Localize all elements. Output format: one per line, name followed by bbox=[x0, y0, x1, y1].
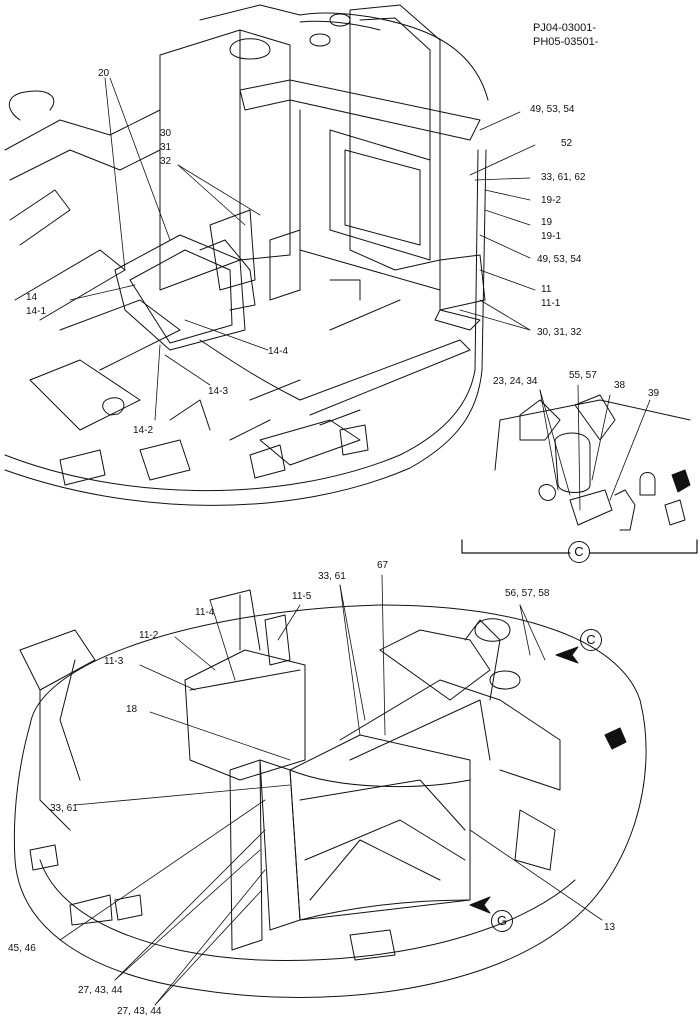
view-g-marker: G bbox=[491, 910, 513, 932]
callout-label: 52 bbox=[561, 138, 573, 149]
callout-label: 49, 53, 54 bbox=[537, 254, 582, 265]
detail-view-c bbox=[461, 394, 698, 554]
callout-label: 14-4 bbox=[268, 346, 289, 357]
lower-frame-assembly bbox=[13, 589, 647, 998]
callout-label: 32 bbox=[160, 156, 172, 167]
detail-leader-lines bbox=[539, 384, 651, 511]
detail-view-c-marker: C bbox=[568, 541, 590, 563]
callout-label: 31 bbox=[160, 142, 172, 153]
callout-label: 67 bbox=[377, 560, 389, 571]
callout-label: 33, 61 bbox=[50, 803, 78, 814]
callout-label: 18 bbox=[126, 704, 138, 715]
callout-label: 11-1 bbox=[541, 298, 561, 309]
callout-label: 33, 61 bbox=[318, 571, 346, 582]
callout-label: 30, 31, 32 bbox=[537, 327, 582, 338]
callout-label: 20 bbox=[98, 68, 110, 79]
callout-label: 33, 61, 62 bbox=[541, 172, 586, 183]
callout-label: 49, 53, 54 bbox=[530, 104, 575, 115]
callout-label: 14-3 bbox=[208, 386, 229, 397]
callout-label: 11-5 bbox=[292, 591, 312, 602]
lower-leader-lines bbox=[59, 574, 603, 1006]
callout-label: 27, 43, 44 bbox=[78, 985, 123, 996]
callout-label: 56, 57, 58 bbox=[505, 588, 550, 599]
serial-number-2: PH05-03501- bbox=[533, 36, 599, 48]
callout-label: 11-2 bbox=[139, 630, 159, 641]
callout-label: 45, 46 bbox=[8, 943, 36, 954]
callout-label: 39 bbox=[648, 388, 660, 399]
view-c-marker: C bbox=[580, 629, 602, 651]
upper-frame-assembly bbox=[4, 4, 489, 506]
callout-label: 14-1 bbox=[26, 306, 47, 317]
callout-label: 27, 43, 44 bbox=[117, 1006, 162, 1017]
callout-label: 30 bbox=[160, 128, 172, 139]
callout-label: 55, 57 bbox=[569, 370, 597, 381]
callout-label: 11-4 bbox=[195, 607, 215, 618]
callout-label: 19-2 bbox=[541, 195, 562, 206]
callout-label: 38 bbox=[614, 380, 626, 391]
callout-label: 19-1 bbox=[541, 231, 562, 242]
callout-label: 13 bbox=[604, 922, 616, 933]
callout-label: 11 bbox=[541, 284, 552, 295]
callout-label: 14-2 bbox=[133, 425, 154, 436]
callout-label: 11-3 bbox=[104, 656, 124, 667]
callout-label: 19 bbox=[541, 217, 553, 228]
callout-label: 14 bbox=[26, 292, 38, 303]
upper-leader-lines bbox=[69, 77, 536, 421]
callout-label: 23, 24, 34 bbox=[493, 376, 538, 387]
serial-number-1: PJ04-03001- bbox=[533, 22, 596, 34]
